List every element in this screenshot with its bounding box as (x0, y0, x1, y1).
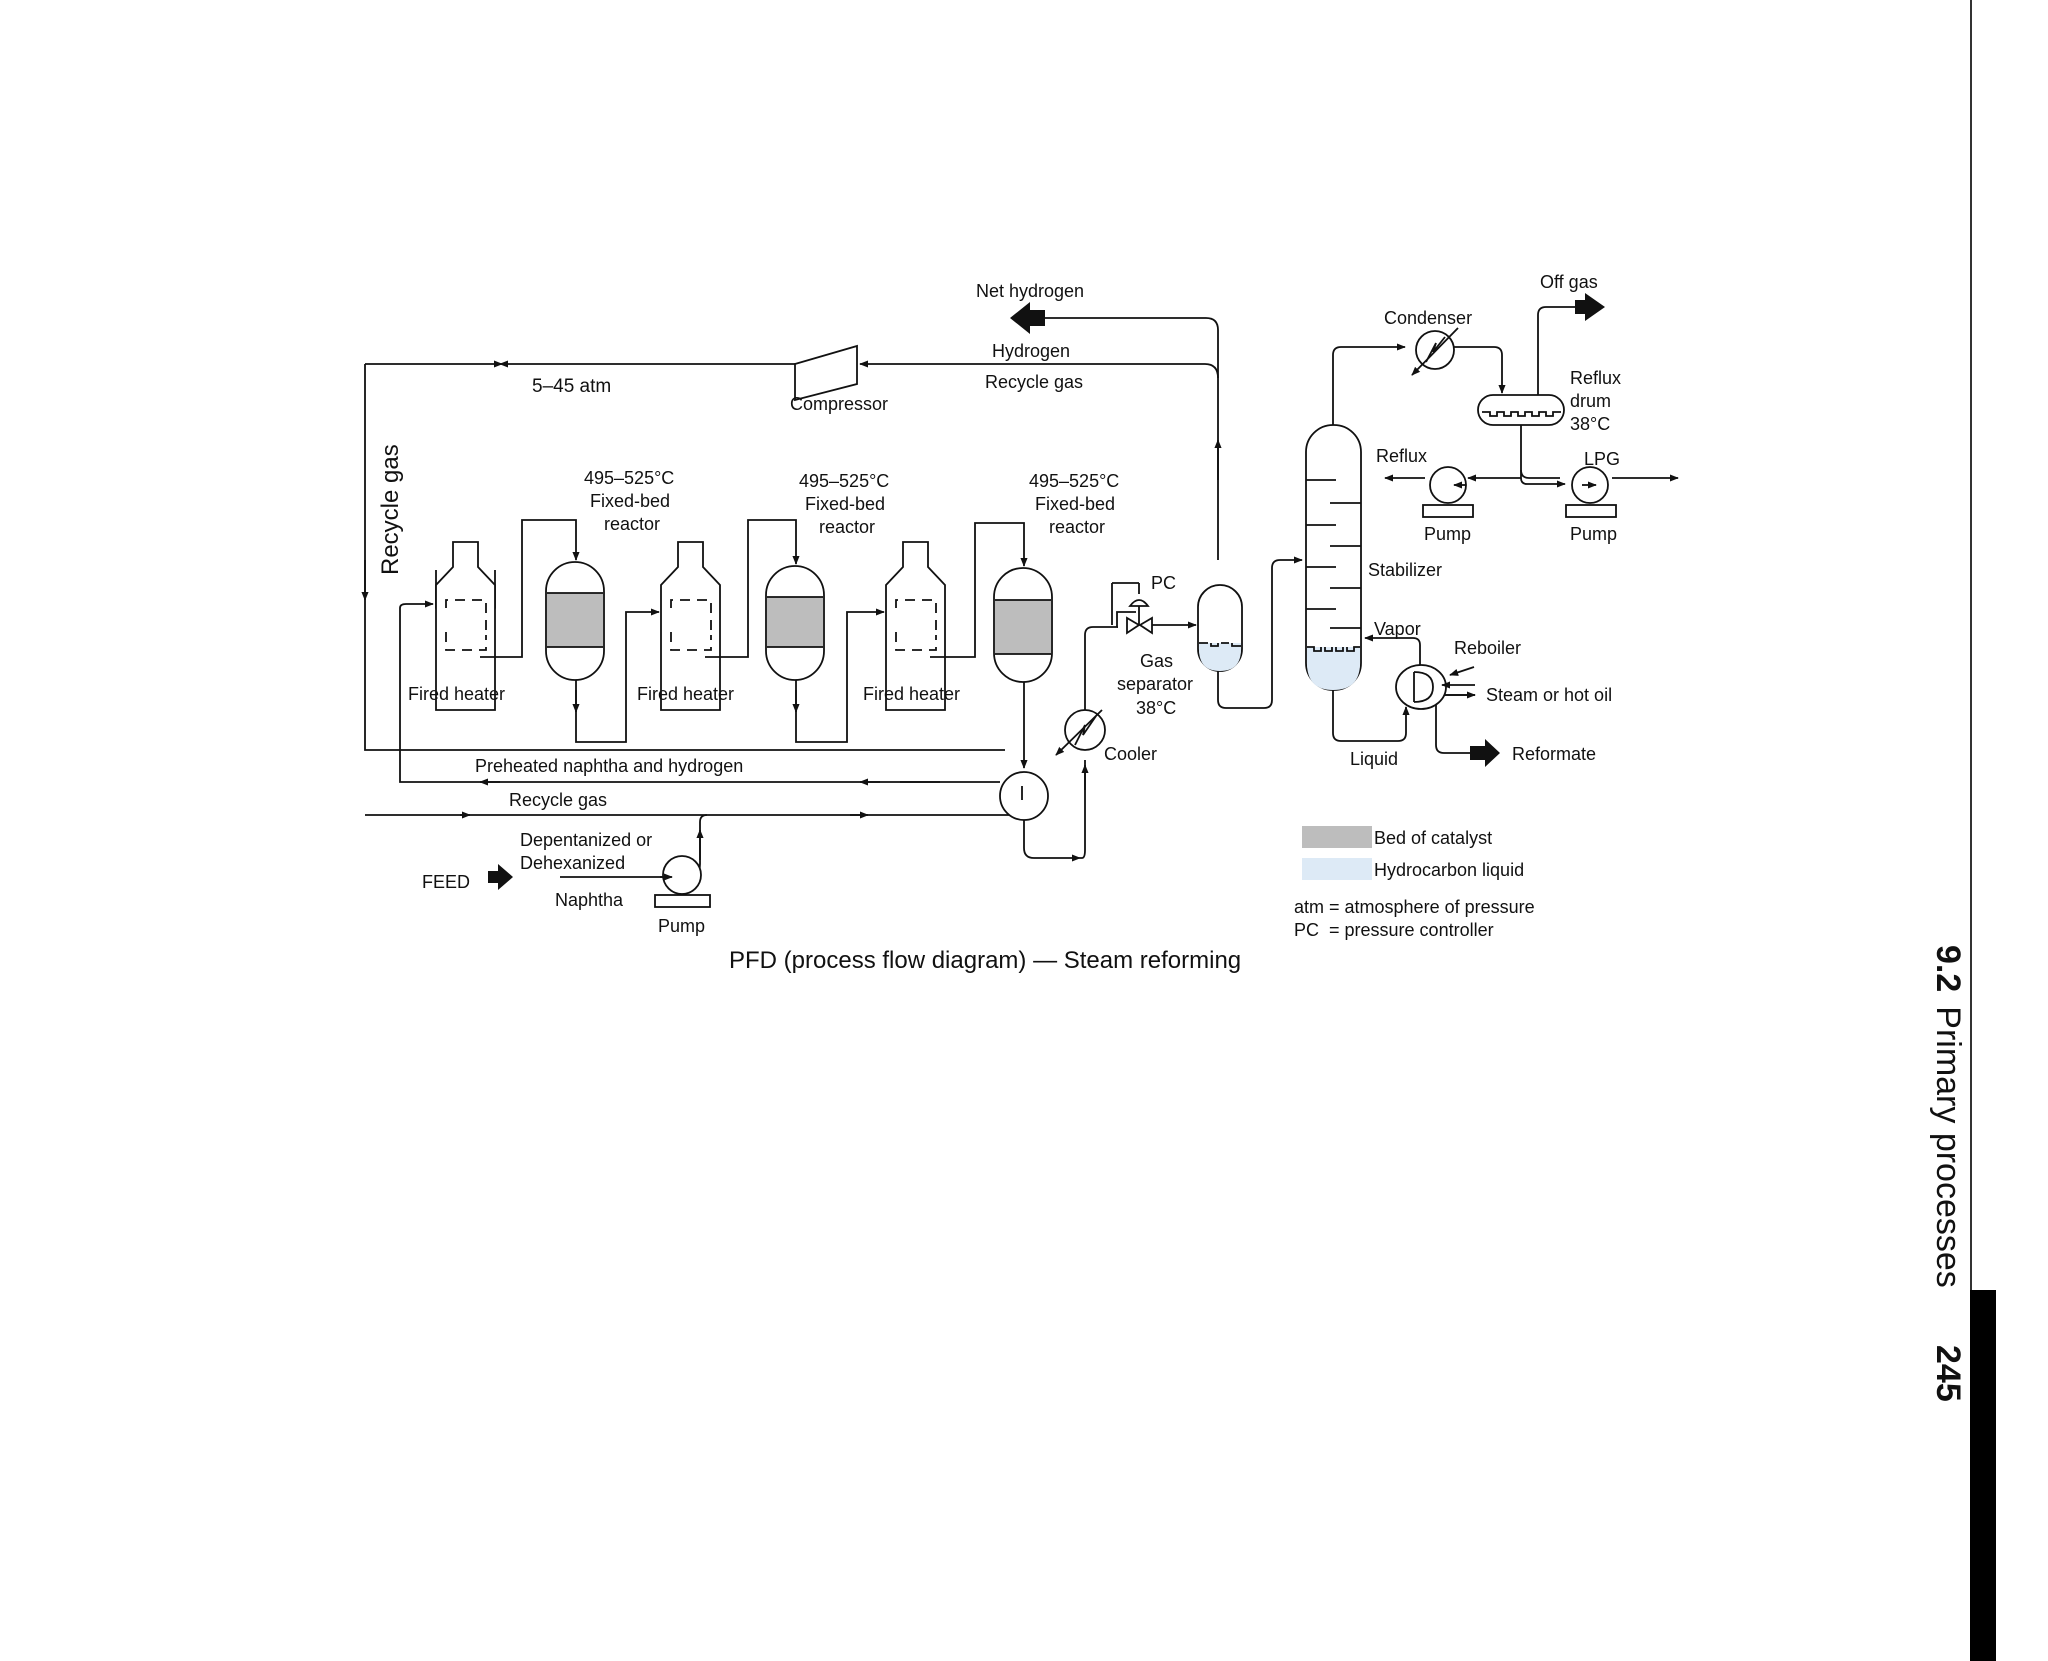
reflux-label: Reflux (1376, 446, 1427, 466)
off-gas-label: Off gas (1540, 272, 1598, 292)
reformate-arrow (1470, 739, 1500, 767)
legend-pc: PC = pressure controller (1294, 920, 1494, 940)
reactor-2-label-2: reactor (819, 517, 875, 537)
lpg-pump-label: Pump (1570, 524, 1617, 544)
fired-heater-1-label: Fired heater (408, 684, 505, 704)
pressure-label: 5–45 atm (532, 376, 611, 397)
vapor-label: Vapor (1374, 619, 1421, 639)
reactor-3-label-1: Fixed-bed (1035, 494, 1115, 514)
feed-effluent-exchanger (999, 771, 1049, 821)
feed-desc-1: Depentanized or (520, 830, 652, 850)
section-number: 9.2 (1929, 945, 1967, 993)
feed-arrow (488, 864, 513, 890)
fired-heater-1 (435, 541, 496, 711)
gas-separator-label-3: 38°C (1136, 698, 1176, 718)
reactor-3-label-2: reactor (1049, 517, 1105, 537)
condenser-label: Condenser (1384, 308, 1472, 328)
reflux-pump-label: Pump (1424, 524, 1471, 544)
compressor-label: Compressor (790, 394, 888, 414)
reflux-drum (1477, 394, 1565, 426)
reactor-3-temp: 495–525°C (1029, 471, 1119, 491)
fixed-bed-reactor-1 (545, 561, 605, 681)
thumb-tab (1970, 1290, 1996, 1661)
fired-heater-2 (660, 541, 721, 711)
feed-pump (654, 855, 711, 908)
recycle-gas-line-top (364, 364, 1005, 751)
legend-liquid-swatch (1302, 858, 1372, 880)
cooler (1064, 709, 1106, 751)
diagram-caption: PFD (process flow diagram) — Steam refor… (729, 947, 1241, 974)
net-hydrogen-label: Net hydrogen (976, 281, 1084, 301)
reactor-1-label-2: reactor (604, 514, 660, 534)
reactor-2-temp: 495–525°C (799, 471, 889, 491)
reflux-drum-label-2: drum (1570, 391, 1611, 411)
reboiler-label: Reboiler (1454, 638, 1521, 658)
liquid-label: Liquid (1350, 749, 1398, 769)
feed-label: FEED (422, 872, 470, 892)
reflux-drum-label-3: 38°C (1570, 414, 1610, 434)
fired-heater-2-label: Fired heater (637, 684, 734, 704)
reactor-1-label-1: Fixed-bed (590, 491, 670, 511)
steam-label: Steam or hot oil (1486, 685, 1612, 705)
page-number: 245 (1929, 1345, 1967, 1402)
pc-label: PC (1151, 573, 1176, 593)
cooler-label: Cooler (1104, 744, 1157, 764)
fired-heater-3-label: Fired heater (863, 684, 960, 704)
fired-heater-3 (885, 541, 946, 711)
reboiler (1395, 664, 1447, 710)
recycle-gas-top-label: Recycle gas (985, 372, 1083, 392)
gas-separator (1197, 584, 1243, 672)
gas-separator-label-1: Gas (1140, 651, 1173, 671)
reactor-1-temp: 495–525°C (584, 468, 674, 488)
net-hydrogen-line (1030, 317, 1219, 378)
legend-catalyst-label: Bed of catalyst (1374, 828, 1492, 848)
naphtha-label: Naphtha (555, 890, 624, 910)
hydrogen-label: Hydrogen (992, 341, 1070, 361)
section-title: Primary processes (1929, 1006, 1967, 1288)
pressure-control-valve (1111, 582, 1153, 635)
reactor-2-label-1: Fixed-bed (805, 494, 885, 514)
feed-pump-label: Pump (658, 916, 705, 936)
feed-desc-2: Dehexanized (520, 853, 625, 873)
recycle-gas-bottom-label: Recycle gas (509, 790, 607, 810)
fixed-bed-reactor-2 (765, 565, 825, 681)
fixed-bed-reactor-3 (993, 567, 1053, 683)
reformate-label: Reformate (1512, 744, 1596, 764)
stabilizer-column (1305, 424, 1362, 691)
legend-liquid-label: Hydrocarbon liquid (1374, 860, 1524, 880)
reflux-pump (1422, 466, 1474, 518)
legend-atm: atm = atmosphere of pressure (1294, 897, 1535, 917)
preheated-label: Preheated naphtha and hydrogen (475, 756, 743, 776)
recycle-gas-vertical-label: Recycle gas (377, 444, 404, 575)
off-gas-arrow (1575, 293, 1605, 321)
gas-separator-label-2: separator (1117, 674, 1193, 694)
legend-catalyst-swatch (1302, 826, 1372, 848)
lpg-pump (1565, 466, 1617, 518)
lpg-label: LPG (1584, 449, 1620, 469)
page-edge-rule (1970, 0, 1972, 1661)
reflux-drum-label-1: Reflux (1570, 368, 1621, 388)
net-hydrogen-arrow (1010, 302, 1045, 334)
compressor (794, 344, 858, 402)
stabilizer-label: Stabilizer (1368, 560, 1442, 580)
bold-flow-arrows (488, 293, 1605, 890)
